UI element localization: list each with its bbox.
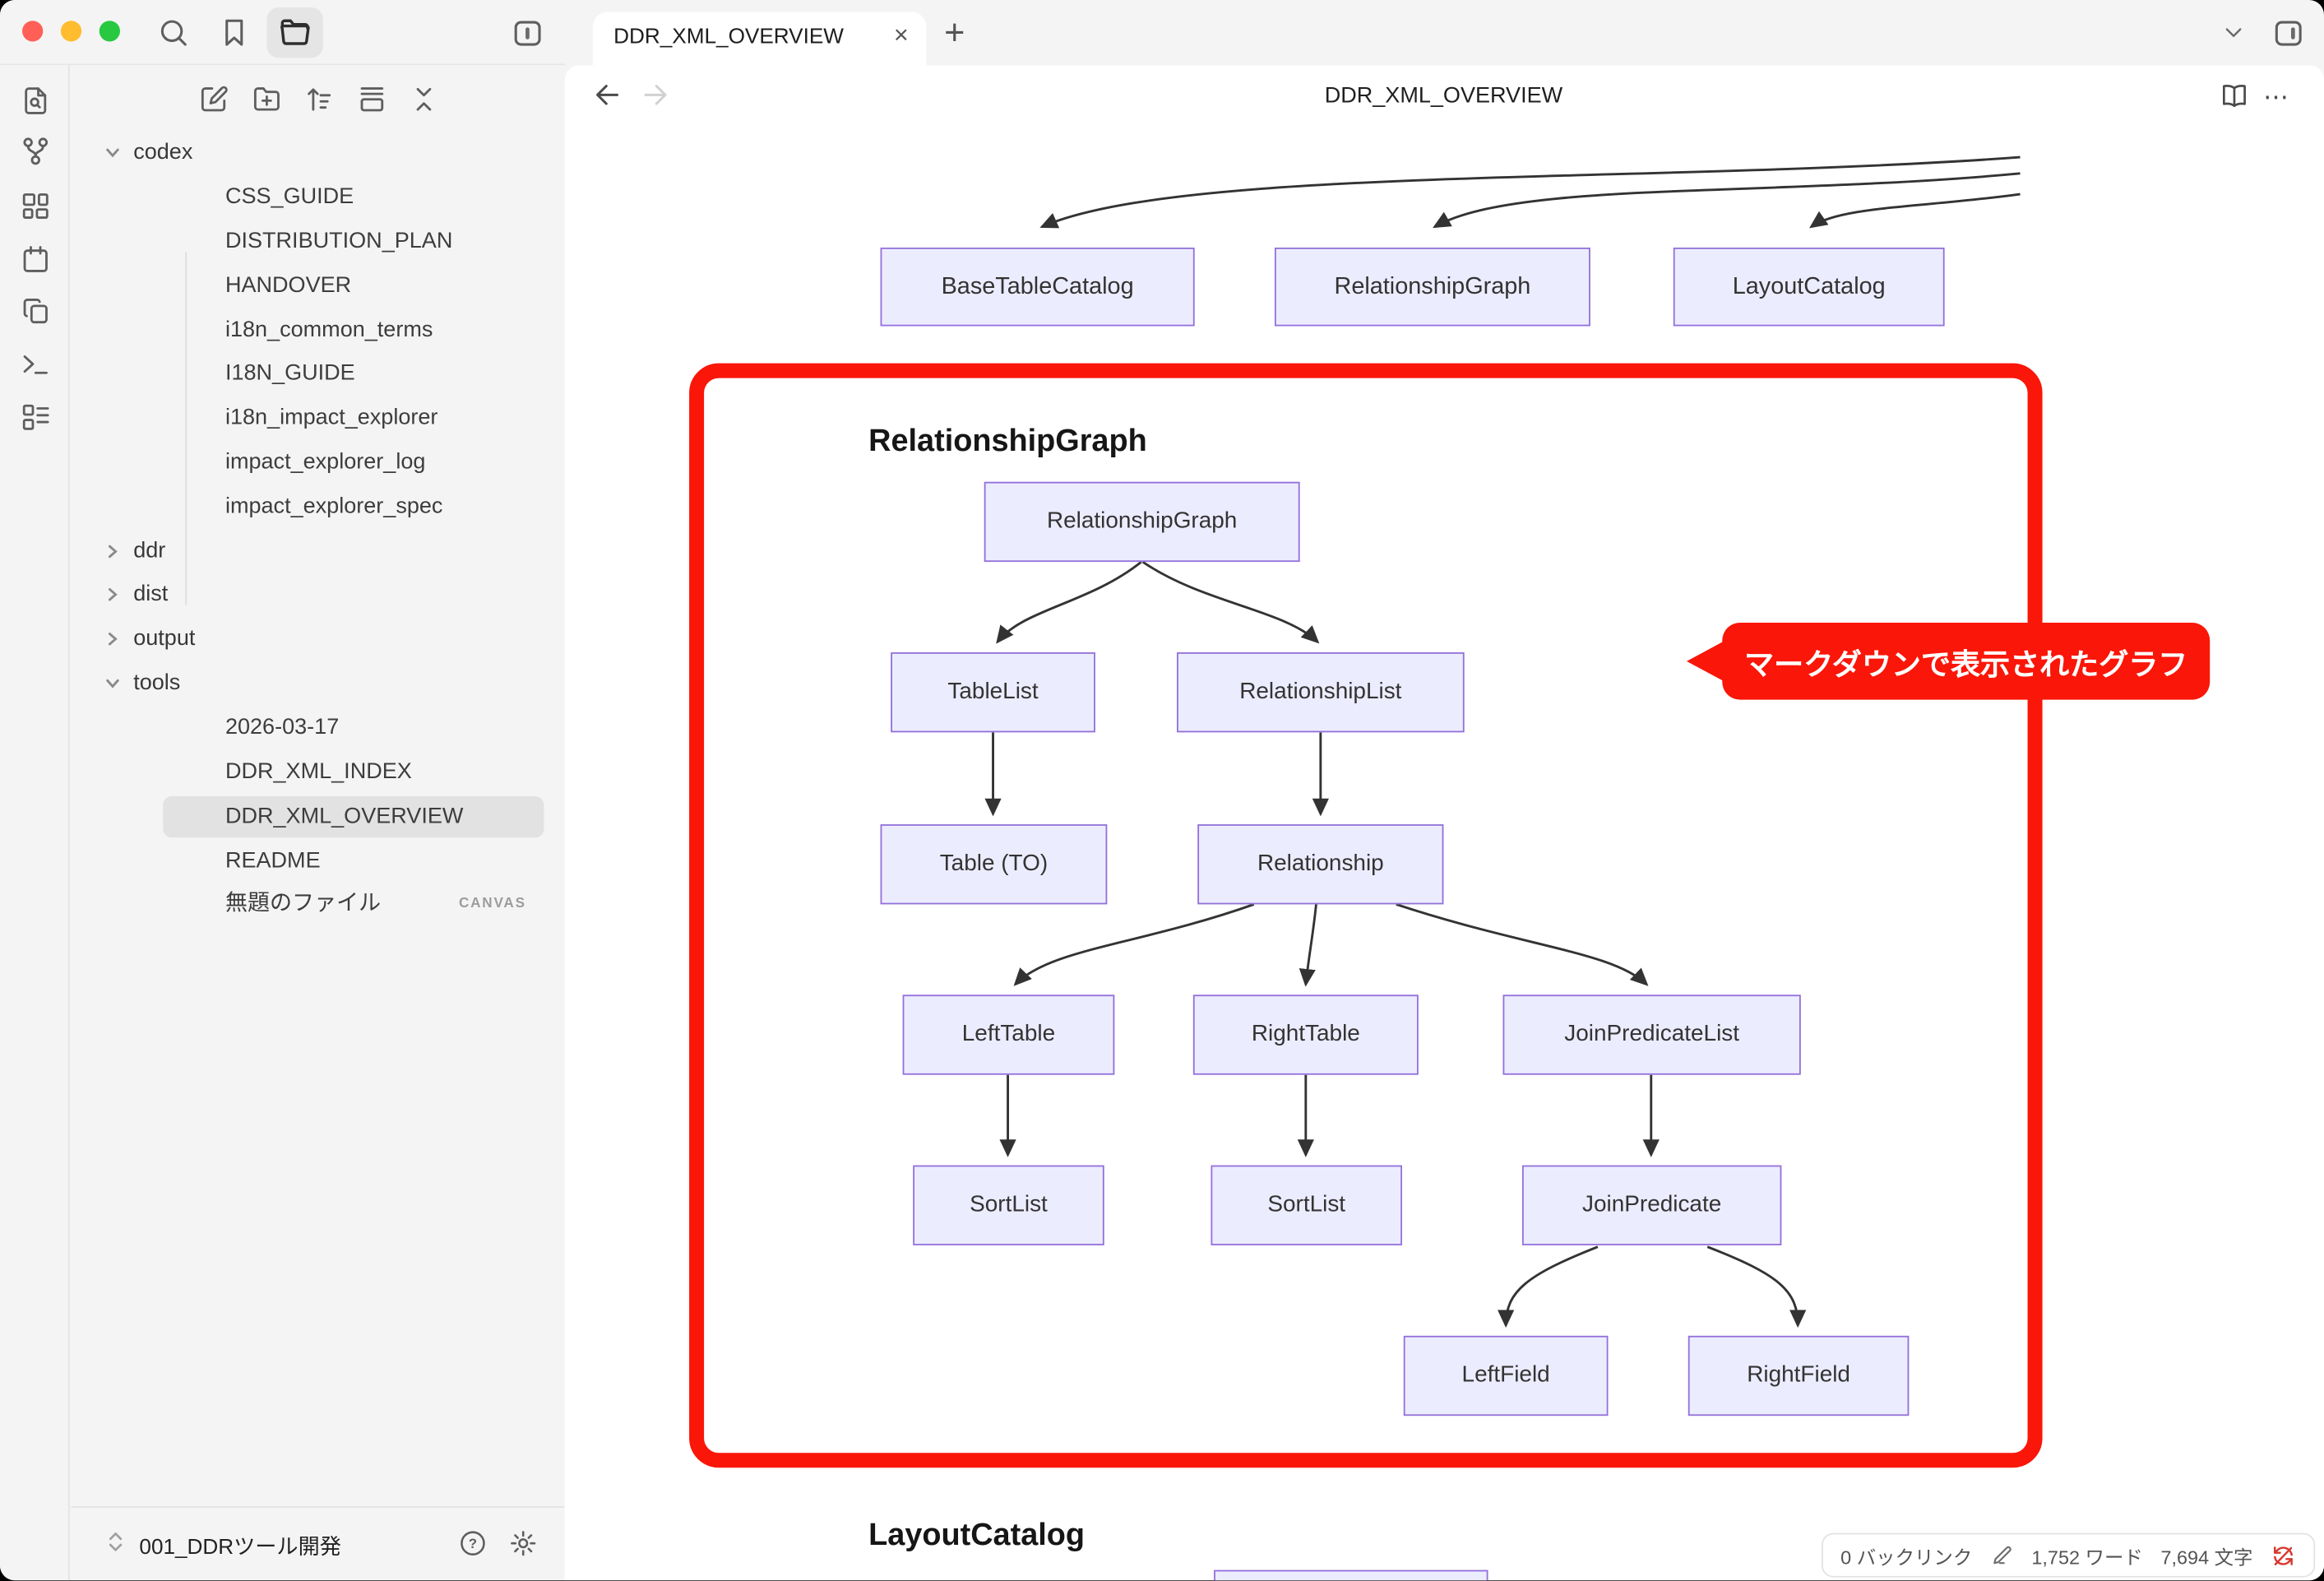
graph-node: JoinPredicateList [1502,994,1801,1075]
view-header-title: DDR_XML_OVERVIEW [1324,82,1563,109]
help-icon[interactable]: ? [458,1528,488,1558]
annotation-label: マークダウンで表示されたグラフ [1744,648,2188,682]
graph-node: BaseTableCatalog [880,247,1195,327]
collapse-all-icon[interactable] [408,83,441,116]
chevrons-up-down-icon [109,1532,123,1551]
chevron-down-icon [106,679,119,688]
graph-node: Table (TO) [880,824,1108,905]
tree-file-selected[interactable]: DDR_XML_OVERVIEW [163,795,544,838]
titlebar [0,0,565,66]
annotation-callout-tail [1687,640,1725,683]
panel-rows-icon[interactable] [356,83,389,116]
right-sidebar-toggle-icon[interactable] [2271,15,2306,50]
copy-icon[interactable] [19,295,52,328]
files-tab-button[interactable] [266,7,323,58]
divider [71,1506,565,1508]
graph-node: LeftField [1403,1335,1609,1416]
char-count[interactable]: 7,694 文字 [2160,1545,2253,1568]
indent-guide [185,252,187,605]
graph-node [1214,1569,1488,1581]
tree-file[interactable]: 無題のファイル CANVAS [163,883,544,925]
graph-node: RelationshipGraph [984,481,1300,563]
tree-file[interactable]: 2026-03-17 [225,714,340,740]
tree-file[interactable]: I18N_GUIDE [225,359,355,386]
tree-folder-output[interactable]: output [92,619,544,660]
new-note-icon[interactable] [197,83,230,116]
minimize-window-button[interactable] [60,21,82,42]
left-sidebar-toggle-icon[interactable] [510,15,545,50]
graph-node: LayoutCatalog [1673,247,1945,327]
chevron-right-icon [108,587,118,601]
tree-file[interactable]: impact_explorer_spec [225,494,443,519]
list-todo-icon[interactable] [19,401,52,434]
section-heading: LayoutCatalog [868,1518,1085,1553]
forward-arrow-icon[interactable] [639,79,672,112]
graph-merge-icon[interactable] [19,135,52,168]
graph-node: RelationshipList [1177,652,1465,733]
graph-node: RightTable [1192,994,1419,1075]
sort-icon[interactable] [303,83,336,116]
section-heading: RelationshipGraph [868,424,1147,458]
dashboard-icon[interactable] [19,190,52,223]
new-tab-button[interactable]: + [944,13,965,53]
chevron-right-icon [108,633,118,646]
backlink-count[interactable]: 0 バックリンク [1840,1545,1973,1568]
annotation-callout: マークダウンで表示されたグラフ [1722,622,2211,700]
graph-node: Relationship [1197,824,1444,905]
graph-node: SortList [913,1165,1104,1245]
close-window-button[interactable] [22,21,44,42]
graph-node: TableList [891,652,1095,733]
chevron-right-icon [108,545,118,559]
graph-node: LeftTable [902,994,1115,1075]
pencil-icon[interactable] [1990,1543,2014,1567]
terminal-icon[interactable] [19,349,52,382]
calendar-icon[interactable] [19,243,52,276]
tree-folder-codex[interactable]: codex [92,132,544,173]
settings-gear-icon[interactable] [508,1528,538,1558]
sync-off-icon[interactable] [2271,1542,2296,1568]
status-bar: 0 バックリンク 1,752 ワード 7,694 文字 [1821,1532,2316,1578]
file-search-icon[interactable] [19,85,52,118]
tree-folder-ddr[interactable]: ddr [92,531,544,572]
tree-folder-dist[interactable]: dist [92,573,544,614]
zoom-window-button[interactable] [99,21,120,42]
tree-file[interactable]: HANDOVER [225,272,352,299]
tab-title: DDR_XML_OVERVIEW [613,25,844,49]
graph-node: SortList [1211,1165,1402,1245]
new-folder-icon[interactable] [251,83,284,116]
chevron-down-icon [106,148,119,158]
tab-close-icon[interactable]: × [893,21,909,49]
word-count[interactable]: 1,752 ワード [2031,1545,2143,1568]
search-icon[interactable] [155,15,191,50]
tree-file[interactable]: CSS_GUIDE [225,183,354,210]
tree-file[interactable]: DDR_XML_INDEX [225,758,412,785]
canvas-badge: CANVAS [458,895,526,912]
tab-ddr-xml-overview[interactable]: DDR_XML_OVERVIEW × [592,12,927,66]
file-explorer: codex CSS_GUIDE DISTRIBUTION_PLAN HANDOV… [71,65,565,1581]
tree-folder-tools[interactable]: tools [92,663,544,704]
tree-file[interactable]: i18n_common_terms [225,317,433,343]
graph-node: JoinPredicate [1521,1165,1782,1245]
more-options-icon[interactable]: ⋯ [2263,82,2289,112]
tab-list-chevron-icon[interactable] [2220,19,2247,45]
tree-file[interactable]: DISTRIBUTION_PLAN [225,228,453,254]
bookmark-icon[interactable] [216,15,252,50]
folder-icon [280,19,310,45]
file-explorer-toolbar [72,77,565,125]
svg-text:?: ? [469,1536,477,1551]
graph-node: RightField [1687,1335,1910,1416]
ribbon [0,65,70,1581]
vault-switcher[interactable]: 001_DDRツール開発 ? [72,1508,565,1580]
tree-file[interactable]: impact_explorer_log [225,449,426,475]
tree-file[interactable]: README [225,847,321,874]
reading-mode-book-icon[interactable] [2219,80,2250,111]
back-arrow-icon[interactable] [591,79,624,112]
vault-name: 001_DDRツール開発 [139,1536,341,1560]
graph-node: RelationshipGraph [1274,247,1590,327]
tree-file[interactable]: i18n_impact_explorer [225,405,438,430]
